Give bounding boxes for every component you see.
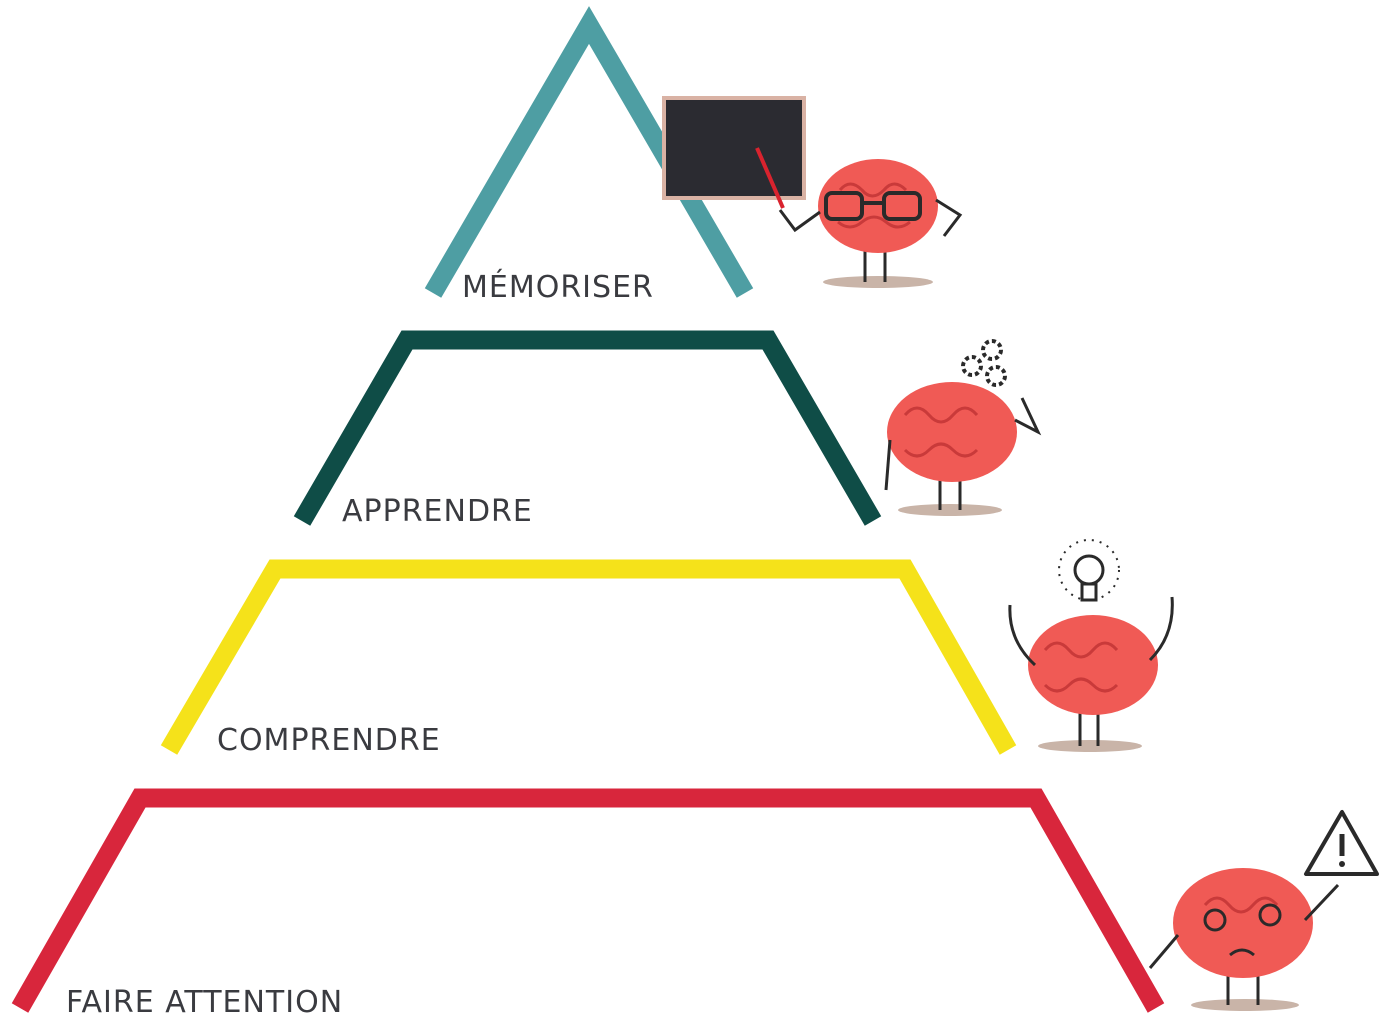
level-apprendre-shape xyxy=(293,330,882,526)
brain-idea-icon xyxy=(1008,539,1174,752)
brain-gears-icon xyxy=(884,339,1042,516)
brain-warning-icon xyxy=(1148,810,1379,1011)
level-attention-shape xyxy=(11,788,1165,1013)
level-memoriser-shape xyxy=(424,6,754,298)
level-attention-label: FAIRE ATTENTION xyxy=(66,985,343,1016)
level-comprendre-shape xyxy=(160,559,1017,755)
level-comprendre-label: COMPRENDRE xyxy=(217,723,441,758)
level-apprendre-label: APPRENDRE xyxy=(342,494,533,529)
level-memoriser-label: MÉMORISER xyxy=(462,269,654,305)
brain-teacher-icon xyxy=(662,96,963,288)
